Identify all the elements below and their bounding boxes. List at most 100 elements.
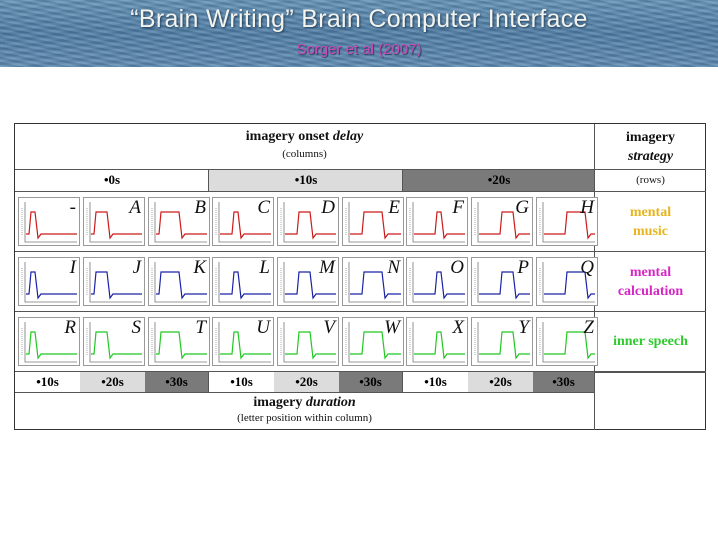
strategy-note-cell: (rows) — [595, 170, 706, 192]
response-trace-chart — [151, 262, 207, 303]
letter-label: Y — [518, 317, 529, 338]
duration-label: •20s — [274, 372, 339, 392]
response-trace-chart — [215, 262, 271, 303]
response-trace-chart — [151, 202, 207, 243]
plot-axes — [218, 322, 271, 363]
letter-label: V — [323, 317, 335, 338]
response-trace-chart — [474, 202, 530, 243]
letter-label: X — [452, 317, 464, 338]
response-trace — [350, 211, 401, 240]
response-trace-chart — [21, 322, 77, 363]
plot-axes — [477, 262, 530, 303]
letter-label: E — [388, 197, 400, 218]
onset-20s-label: •20s — [487, 172, 511, 187]
response-plot: A — [83, 197, 145, 246]
plot-axes — [542, 322, 595, 363]
response-plot: H — [536, 197, 598, 246]
plot-axes — [283, 262, 336, 303]
plot-axes — [412, 322, 465, 363]
title-banner: “Brain Writing” Brain Computer Interface… — [0, 0, 718, 67]
onset-delay-note: (columns) — [282, 148, 327, 160]
response-trace — [156, 211, 207, 240]
plot-axes — [24, 202, 77, 243]
letter-label: C — [257, 197, 270, 218]
letter-label: N — [387, 257, 400, 278]
plot-axes — [154, 262, 207, 303]
onset-delay-title-em: delay — [332, 129, 364, 144]
plot-axes — [89, 262, 142, 303]
response-trace — [414, 331, 465, 360]
response-plot: S — [83, 317, 145, 366]
response-trace — [156, 271, 207, 300]
plot-axes — [154, 202, 207, 243]
response-trace — [156, 331, 207, 360]
onset-delay-header: imagery onset delay (columns) — [15, 124, 595, 170]
response-trace-chart — [21, 262, 77, 303]
response-trace-chart — [345, 202, 401, 243]
duration-label: •20s — [468, 372, 533, 392]
response-trace-chart — [280, 202, 336, 243]
duration-note: (letter position within column) — [237, 412, 372, 424]
response-trace-chart — [409, 262, 465, 303]
duration-title: imagery — [253, 395, 306, 410]
onset-0s-label: •0s — [103, 172, 121, 187]
strategy-label-line: inner speech — [613, 334, 688, 349]
letter-label: G — [515, 197, 529, 218]
response-trace — [350, 331, 401, 360]
letter-label: R — [64, 317, 76, 338]
letter-label: - — [69, 197, 76, 218]
response-plot: C — [212, 197, 274, 246]
letter-label: P — [517, 257, 529, 278]
response-trace — [91, 271, 142, 300]
strategy-label-line: music — [633, 223, 668, 239]
letter-label: L — [259, 257, 270, 278]
response-trace — [26, 271, 77, 300]
duration-spacer — [595, 372, 706, 430]
response-plot: M — [277, 257, 339, 306]
duration-label: •30s — [339, 372, 403, 392]
response-trace — [479, 331, 530, 360]
response-trace — [26, 331, 77, 360]
plot-axes — [24, 262, 77, 303]
onset-0s-cell: •0s — [15, 170, 209, 192]
plot-axes — [218, 202, 271, 243]
response-plot: R — [18, 317, 80, 366]
letter-label: O — [450, 257, 464, 278]
response-plot: P — [471, 257, 533, 306]
strategy-label-line: mental — [629, 264, 672, 280]
response-trace-chart — [539, 322, 595, 363]
response-plot: E — [342, 197, 404, 246]
response-plot: K — [148, 257, 210, 306]
plot-axes — [542, 202, 595, 243]
letter-label: Q — [580, 257, 594, 278]
letter-label: I — [69, 257, 76, 278]
response-plot: L — [212, 257, 274, 306]
plot-axes — [89, 202, 142, 243]
response-trace — [285, 211, 336, 240]
response-plot: O — [406, 257, 468, 306]
duration-label: •10s — [209, 372, 274, 392]
response-trace — [414, 211, 465, 240]
response-plot: - — [18, 197, 80, 246]
response-trace — [479, 271, 530, 300]
response-trace-chart — [151, 322, 207, 363]
response-trace — [479, 211, 530, 240]
response-trace — [414, 271, 465, 300]
response-plot: F — [406, 197, 468, 246]
plot-axes — [348, 262, 401, 303]
duration-label: •10s — [15, 372, 80, 392]
duration-label: •30s — [145, 372, 209, 392]
letter-label: T — [195, 317, 206, 338]
response-trace — [350, 271, 401, 300]
response-plot: B — [148, 197, 210, 246]
response-trace-chart — [474, 322, 530, 363]
response-plot: Q — [536, 257, 598, 306]
duration-row: •10s•20s•30s•10s•20s•30s•10s•20s•30s — [15, 372, 595, 392]
response-trace — [220, 331, 271, 360]
response-trace-chart — [474, 262, 530, 303]
